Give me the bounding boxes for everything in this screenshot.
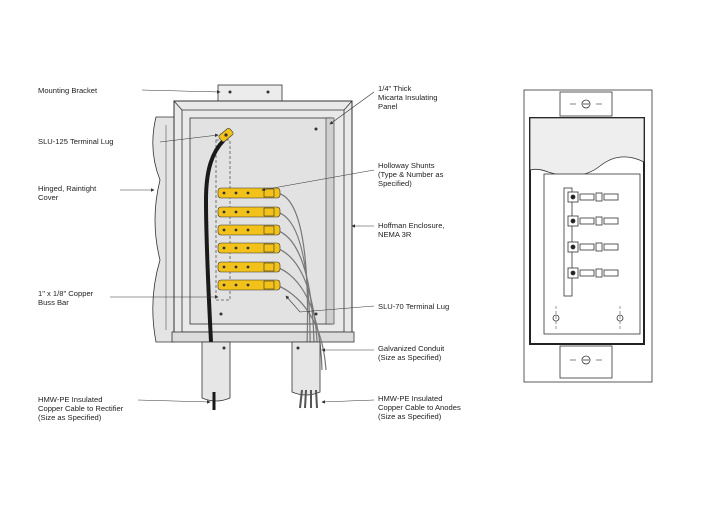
shunt <box>217 224 281 236</box>
slu125-label: SLU-125 Terminal Lug <box>38 137 114 146</box>
holloway-shunts-label: Holloway Shunts (Type & Number as Specif… <box>378 161 444 188</box>
micarta-panel-label: 1/4" Thick Micarta Insulating Panel <box>378 84 438 111</box>
mounting-bracket-label: Mounting Bracket <box>38 86 98 95</box>
shunt <box>217 279 281 291</box>
slu70-label: SLU-70 Terminal Lug <box>378 302 450 311</box>
buss-bar-label: 1" x 1/8" Copper Buss Bar <box>38 289 94 307</box>
shunt <box>217 187 281 199</box>
shunt <box>217 206 281 218</box>
holloway-shunts <box>217 187 281 291</box>
galvanized-conduit-right <box>291 341 321 396</box>
hinged-cover-label: Hinged, Raintight Cover <box>38 184 97 202</box>
shunt <box>217 242 281 254</box>
front-view-diagram <box>523 89 653 383</box>
hinged-cover <box>152 116 175 343</box>
slu125-lug <box>218 127 234 143</box>
shunt <box>217 261 281 273</box>
micarta-panel <box>189 117 333 325</box>
hoffman-enclosure-label: Hoffman Enclosure, NEMA 3R <box>378 221 445 239</box>
galvanized-conduit-label: Galvanized Conduit (Size as Specified) <box>378 344 445 362</box>
cable-anodes-label: HMW-PE Insulated Copper Cable to Anodes … <box>378 394 461 421</box>
cable-rectifier-label: HMW-PE Insulated Copper Cable to Rectifi… <box>38 395 124 422</box>
galvanized-conduit-left <box>201 341 231 402</box>
mounting-bracket <box>217 84 283 102</box>
